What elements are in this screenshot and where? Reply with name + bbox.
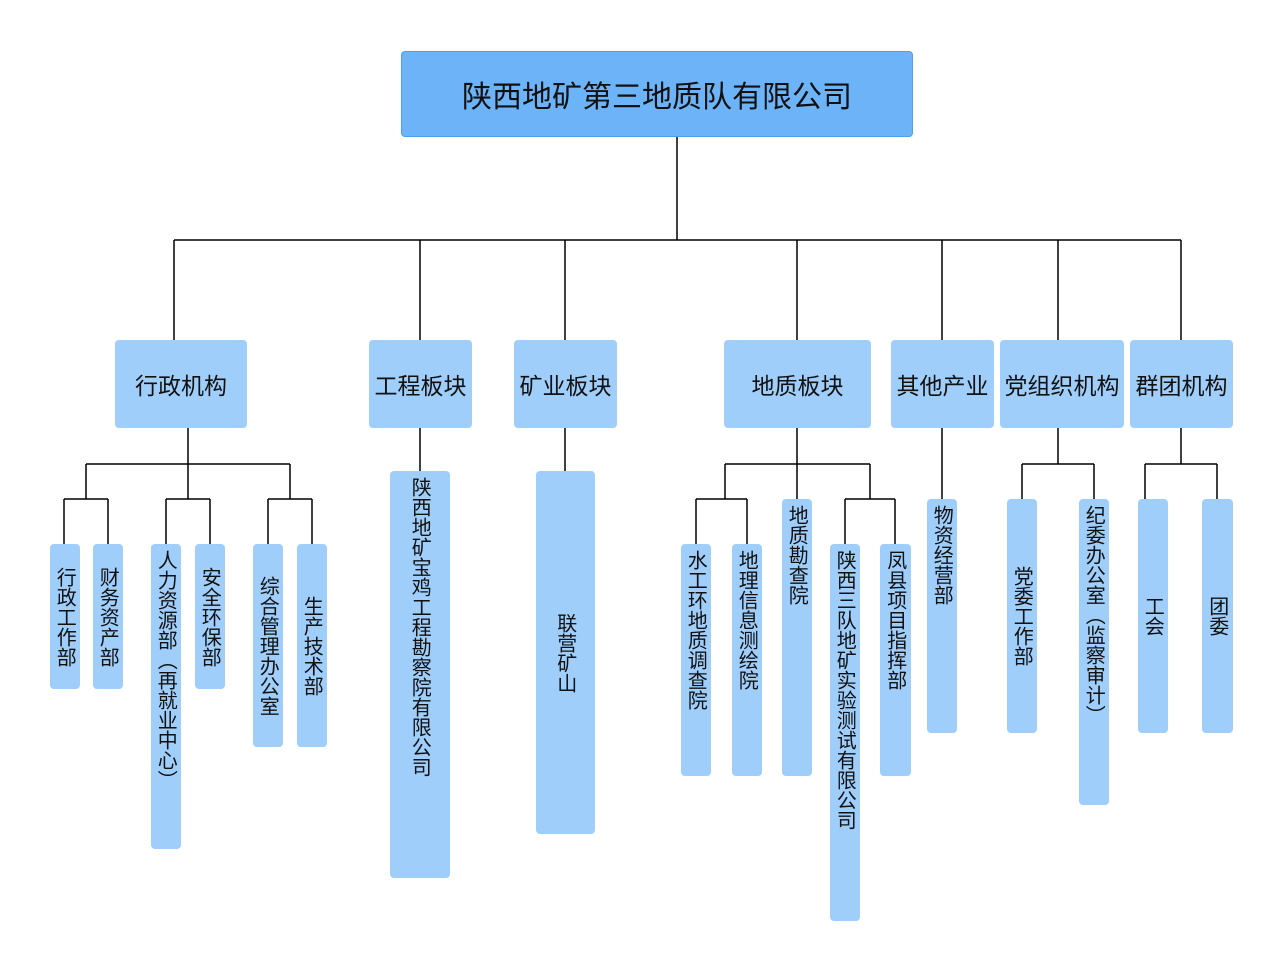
unit-joint-mine: 联营矿山 — [536, 471, 595, 834]
unit-safety-env-dept: 安全环保部 — [195, 544, 225, 689]
unit-lab-testing-company: 陕西三队地矿实验测试有限公司 — [830, 544, 860, 921]
unit-materials-dept: 物资经营部 — [927, 499, 957, 733]
division-party: 党组织机构 — [1000, 340, 1124, 428]
unit-general-office: 综合管理办公室 — [253, 544, 283, 747]
division-admin: 行政机构 — [115, 340, 247, 428]
division-engineering: 工程板块 — [369, 340, 472, 428]
unit-labor-union: 工会 — [1138, 499, 1168, 733]
unit-party-committee-dept: 党委工作部 — [1007, 499, 1037, 733]
unit-production-tech-dept: 生产技术部 — [297, 544, 327, 747]
unit-geo-info-mapping-institute: 地理信息测绘院 — [732, 544, 762, 776]
unit-hr-dept: 人力资源部（再就业中心） — [151, 544, 181, 849]
division-other-industry: 其他产业 — [891, 340, 994, 428]
unit-discipline-office: 纪委办公室（监察审计） — [1079, 499, 1109, 805]
unit-admin-work-dept: 行政工作部 — [50, 544, 80, 689]
unit-geo-exploration-institute: 地质勘查院 — [782, 499, 812, 776]
root-node: 陕西地矿第三地质队有限公司 — [401, 51, 913, 137]
unit-finance-assets-dept: 财务资产部 — [93, 544, 123, 689]
division-mass-org: 群团机构 — [1130, 340, 1233, 428]
unit-fengxian-project-hq: 凤县项目指挥部 — [880, 544, 911, 776]
division-mining: 矿业板块 — [514, 340, 617, 428]
division-geology: 地质板块 — [724, 340, 871, 428]
unit-youth-league: 团委 — [1202, 499, 1233, 733]
unit-baoji-engineering-institute: 陕西地矿宝鸡工程勘察院有限公司 — [390, 471, 450, 878]
unit-hydro-geo-survey-institute: 水工环地质调查院 — [681, 544, 711, 776]
